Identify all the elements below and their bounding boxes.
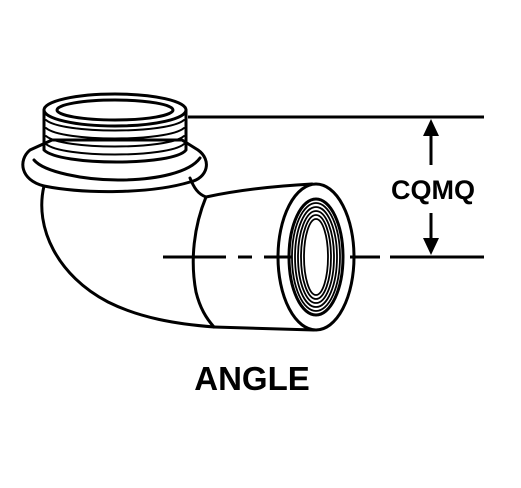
male-thread-top-bore bbox=[55, 98, 175, 122]
male-thread-top-face bbox=[42, 92, 188, 128]
flange-inner-edge bbox=[32, 156, 202, 182]
arrowhead-up-icon bbox=[423, 119, 439, 136]
flange bbox=[21, 138, 208, 194]
male-thread-cylinder bbox=[42, 108, 188, 164]
elbow-fitting bbox=[21, 92, 356, 332]
female-leg-left-edge bbox=[191, 195, 216, 329]
arrowhead-down-icon bbox=[423, 238, 439, 255]
male-thread-lines bbox=[45, 119, 185, 156]
elbow-body-outline bbox=[40, 184, 216, 329]
female-thread-rings bbox=[291, 202, 341, 312]
dimension-arrow bbox=[423, 119, 439, 255]
female-leg-bottom-edge bbox=[212, 325, 316, 332]
dimension-label: CQMQ bbox=[391, 175, 475, 205]
female-leg-top-edge bbox=[204, 182, 314, 199]
figure-title: ANGLE bbox=[194, 360, 310, 397]
